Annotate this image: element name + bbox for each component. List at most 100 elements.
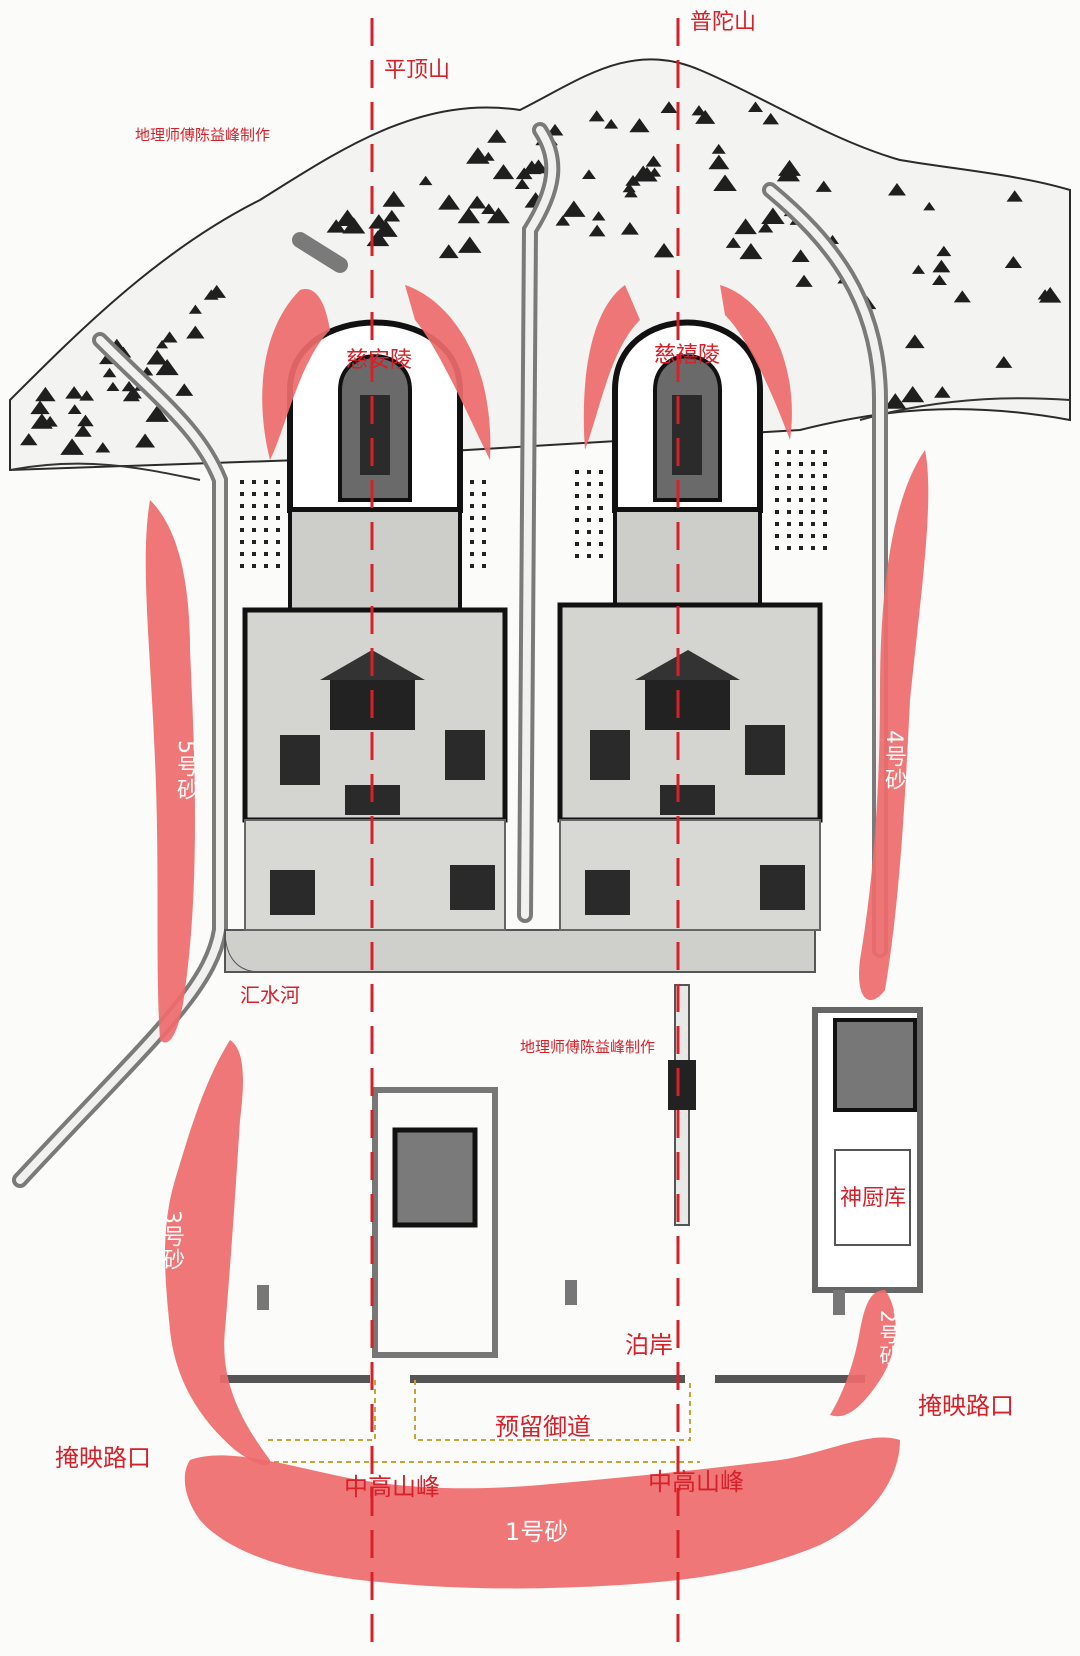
planting-dot: [482, 480, 486, 484]
planting-dot: [599, 518, 603, 522]
tree-mark: [466, 147, 490, 164]
label-yuliu-yudao: 预留御道: [495, 1413, 591, 1441]
planting-dot: [787, 546, 791, 550]
planting-dot: [276, 528, 280, 532]
planting-dot: [787, 462, 791, 466]
planting-dot: [276, 516, 280, 520]
planting-dot: [252, 552, 256, 556]
planting-dot: [575, 542, 579, 546]
lower-structures: [220, 984, 923, 1463]
planting-dot: [252, 504, 256, 508]
planting-dot: [811, 450, 815, 454]
planting-dot: [264, 564, 268, 568]
tree-mark: [79, 390, 95, 401]
tree-mark: [175, 383, 194, 396]
tree-mark: [342, 217, 366, 234]
tree-mark: [457, 207, 480, 224]
tree-mark: [438, 244, 459, 259]
planting-dot: [587, 518, 591, 522]
planting-dot: [811, 522, 815, 526]
label-cixi-ling: 慈禧陵: [654, 343, 721, 368]
planting-dot: [240, 564, 244, 568]
tree-mark: [492, 164, 515, 180]
planting-dot: [799, 450, 803, 454]
planting-dot: [276, 504, 280, 508]
planting-dot: [252, 492, 256, 496]
planting-dot: [264, 540, 268, 544]
planting-dot: [787, 474, 791, 478]
tree-mark: [953, 290, 971, 303]
tree-mark: [778, 159, 801, 176]
planting-dot: [575, 470, 579, 474]
planting-dot: [823, 510, 827, 514]
planting-dot: [264, 552, 268, 556]
tree-mark: [588, 224, 606, 237]
planting-dot: [264, 492, 268, 496]
planting-dot: [599, 542, 603, 546]
planting-dot: [240, 540, 244, 544]
planting-dot: [811, 546, 815, 550]
planting-dot: [252, 516, 256, 520]
planting-dot: [276, 540, 280, 544]
planting-dot: [470, 564, 474, 568]
tree-mark: [135, 433, 156, 448]
label-zhonggao-right: 中高山峰: [648, 1468, 744, 1496]
central-axis-lines: [370, 18, 680, 1650]
tree-mark: [481, 203, 497, 215]
tree-mark: [591, 211, 606, 221]
tree-mark: [932, 274, 947, 285]
tree-mark: [936, 245, 952, 257]
planting-dot: [599, 506, 603, 510]
planting-dot: [252, 540, 256, 544]
tree-mark: [660, 101, 678, 113]
label-huishui-he: 汇水河: [240, 983, 300, 1007]
tree-mark: [122, 389, 140, 402]
tree-mark: [188, 304, 202, 314]
planting-dot: [252, 480, 256, 484]
planting-dot: [587, 530, 591, 534]
tree-mark: [74, 424, 92, 437]
tree-mark: [884, 393, 907, 409]
tree-mark: [888, 182, 906, 196]
planting-dot: [482, 504, 486, 508]
planting-dot: [775, 522, 779, 526]
planting-dot: [799, 510, 803, 514]
tree-mark: [648, 167, 662, 177]
tree-mark: [203, 289, 219, 300]
planting-dot: [599, 554, 603, 558]
planting-dot: [787, 450, 791, 454]
planting-dot: [470, 492, 474, 496]
planting-dot: [799, 522, 803, 526]
planting-dot: [799, 486, 803, 490]
tree-mark: [934, 386, 951, 398]
tree-mark: [691, 105, 707, 116]
label-bo-an: 泊岸: [625, 1331, 673, 1359]
tree-mark: [95, 442, 111, 453]
tree-mark: [146, 349, 168, 365]
tree-mark: [795, 274, 813, 287]
label-pingding-shan: 平顶山: [384, 58, 451, 83]
planting-dot: [799, 498, 803, 502]
planting-dot: [482, 552, 486, 556]
tree-mark: [904, 334, 925, 349]
tree-mark: [1006, 190, 1023, 202]
planting-dot: [599, 482, 603, 486]
tree-mark: [911, 264, 925, 274]
tree-mark: [713, 174, 737, 192]
planting-dot: [482, 564, 486, 568]
planting-dot: [787, 498, 791, 502]
planting-dot: [775, 462, 779, 466]
planting-dot: [599, 530, 603, 534]
planting-dot: [470, 504, 474, 508]
tree-mark: [629, 118, 650, 133]
tree-mark: [155, 358, 179, 376]
tree-mark: [645, 155, 662, 167]
planting-dot: [823, 534, 827, 538]
planting-dot: [470, 516, 474, 520]
tree-mark: [923, 201, 936, 211]
planting-dot: [240, 504, 244, 508]
planting-dot: [276, 480, 280, 484]
label-cian-ling: 慈安陵: [346, 348, 413, 373]
planting-dot: [823, 474, 827, 478]
